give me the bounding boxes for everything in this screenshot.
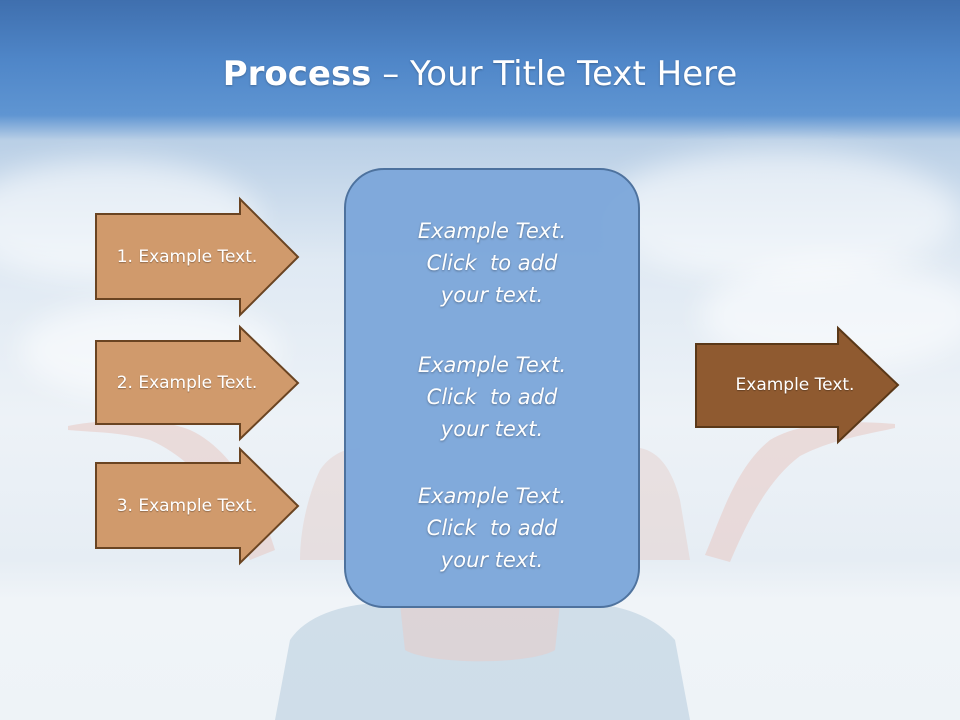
arrow-shape: [95, 196, 300, 318]
arrow-shape: [95, 446, 300, 566]
title-rest: – Your Title Text Here: [371, 54, 738, 94]
text-block-3: Example Text. Click to add your text.: [346, 480, 638, 576]
left-arrow-2[interactable]: 2. Example Text.: [95, 324, 300, 442]
right-arrow-label: Example Text.: [735, 375, 855, 395]
right-arrow[interactable]: Example Text.: [695, 325, 900, 445]
cloud: [600, 150, 960, 280]
text-line: Click to add: [426, 385, 558, 409]
left-arrow-label: 2. Example Text.: [116, 373, 258, 393]
arrow-body: [95, 446, 300, 566]
text-block-1: Example Text. Click to add your text.: [346, 215, 638, 311]
center-text-box[interactable]: Example Text. Click to add your text. Ex…: [344, 168, 640, 608]
left-arrow-label: 1. Example Text.: [116, 247, 258, 267]
text-line: Click to add: [426, 251, 558, 275]
text-block-2: Example Text. Click to add your text.: [346, 349, 638, 445]
arrow-body: [95, 196, 300, 318]
text-line: Example Text.: [417, 353, 567, 377]
text-line: Example Text.: [417, 484, 567, 508]
slide-title: Process – Your Title Text Here: [0, 52, 960, 96]
waist: [400, 604, 560, 662]
torso-right: [640, 448, 690, 560]
text-line: your text.: [440, 283, 544, 307]
arrow-body: [95, 324, 300, 442]
text-line: Example Text.: [417, 219, 567, 243]
arrow-shape: [695, 325, 900, 445]
left-arrow-1[interactable]: 1. Example Text.: [95, 196, 300, 318]
title-bold: Process: [222, 54, 372, 94]
left-arm: [68, 420, 275, 560]
text-line: your text.: [440, 548, 544, 572]
left-arrow-3[interactable]: 3. Example Text.: [95, 446, 300, 566]
lap: [275, 603, 690, 720]
arrow-body: [695, 325, 900, 445]
text-line: your text.: [440, 417, 544, 441]
right-arm: [705, 422, 895, 562]
left-arrow-label: 3. Example Text.: [116, 496, 258, 516]
text-line: Click to add: [426, 516, 558, 540]
arrow-shape: [95, 324, 300, 442]
